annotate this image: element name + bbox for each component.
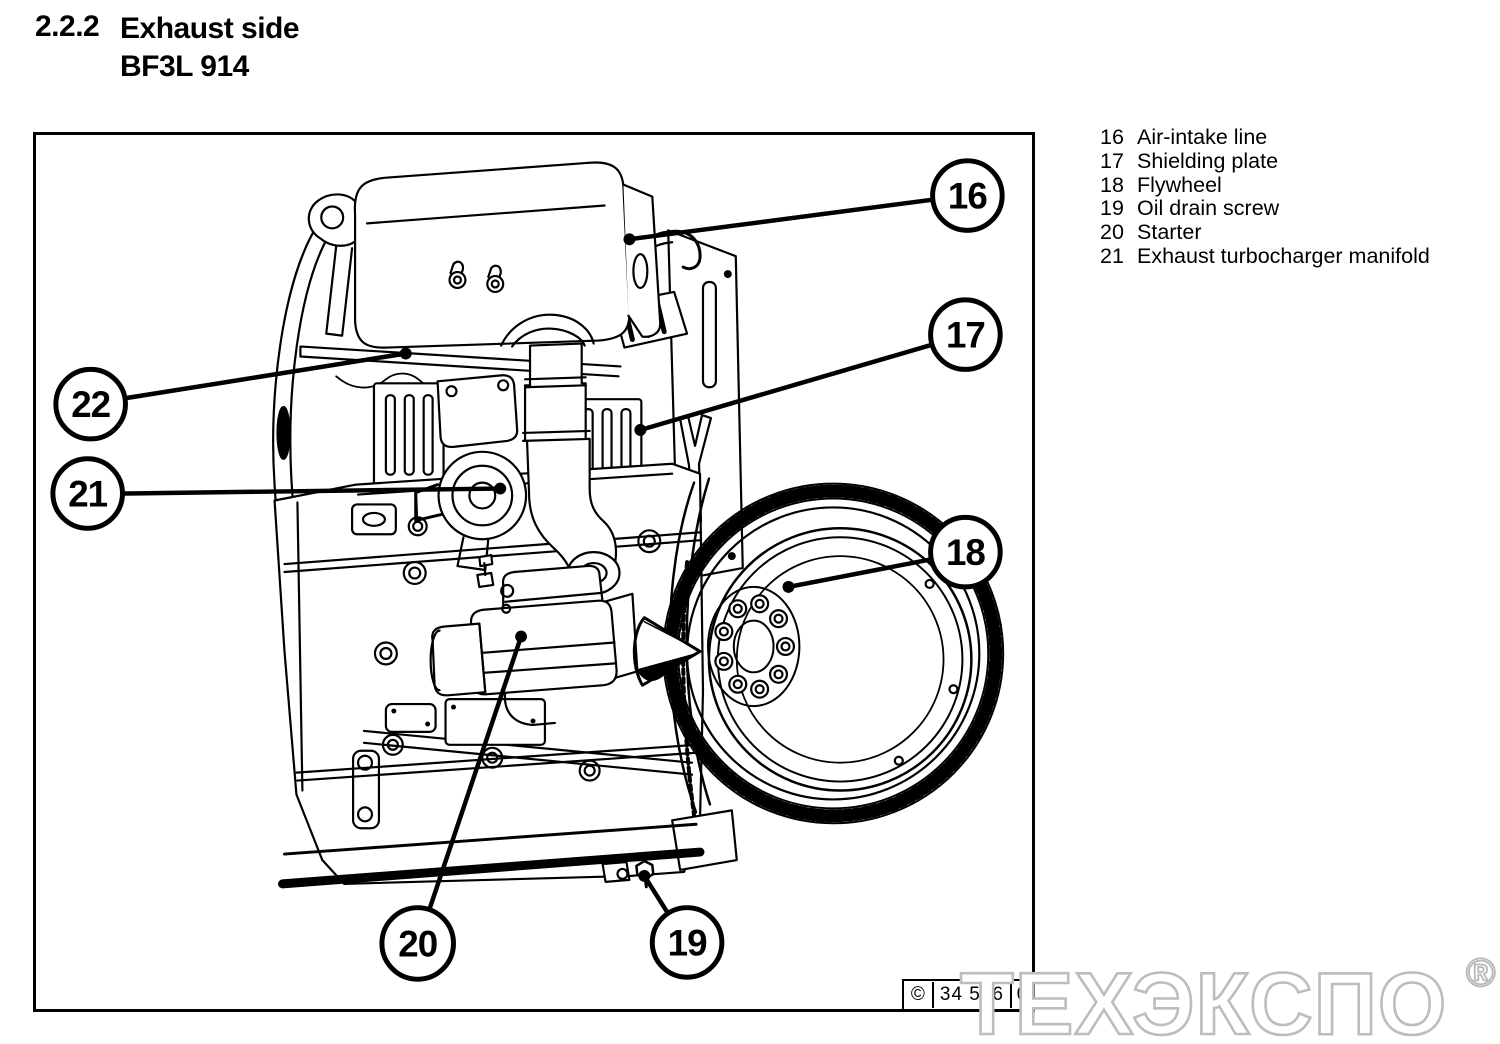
legend-item-21: 21 Exhaust turbocharger manifold	[1100, 243, 1430, 269]
callout-number: 19	[668, 922, 707, 963]
legend-item-number: 20	[1100, 220, 1124, 245]
callout-number: 21	[68, 473, 107, 514]
leader-line-21	[120, 482, 507, 496]
legend-item-number: 16	[1100, 125, 1124, 149]
legend-item-label: Exhaust turbocharger manifold	[1137, 243, 1430, 268]
legend-item-number: 19	[1100, 196, 1124, 221]
callout-17: 17	[928, 297, 1003, 372]
figure-number: 34 576	[934, 982, 1012, 1008]
engine-line-drawing: 16 17 22 21 18	[50, 158, 1005, 982]
callout-number: 20	[398, 923, 437, 964]
legend-item-number: 17	[1100, 148, 1124, 173]
leader-line-18	[782, 556, 935, 593]
flywheel	[632, 482, 1005, 825]
turbocharger	[414, 374, 528, 572]
registered-mark-icon: ®	[1466, 951, 1495, 995]
legend-item-number: 18	[1100, 172, 1124, 197]
cone-pointer	[632, 616, 702, 687]
section-number: 2.2.2	[35, 10, 100, 43]
callout-number: 18	[946, 532, 985, 573]
page-subtitle: BF3L 914	[120, 50, 249, 83]
figure-number-box: © 34 576 0	[901, 979, 1032, 1009]
callout-16: 16	[930, 158, 1005, 233]
callout-22: 22	[53, 366, 128, 442]
legend-item-label: Oil drain screw	[1137, 196, 1280, 221]
legend-item-label: Shielding plate	[1137, 148, 1279, 173]
callout-number: 17	[946, 315, 985, 356]
callout-21: 21	[50, 456, 125, 531]
callout-number: 16	[948, 176, 987, 217]
flywheel-hub	[706, 585, 801, 708]
figure-number-suffix: 0	[1016, 984, 1028, 1005]
legend-item-20: 20 Starter	[1100, 220, 1430, 245]
legend-item-18: 18 Flywheel	[1100, 172, 1430, 198]
copyright-icon: ©	[904, 982, 934, 1008]
engine-diagram-frame: 16 17 22 21 18	[33, 132, 1035, 1012]
leader-line-20	[427, 630, 528, 911]
leader-line-16	[623, 197, 936, 246]
starter	[429, 554, 639, 727]
legend: 16 Air-intake line 17 Shielding plate 18 Fl…	[1100, 125, 1430, 269]
legend-item-number: 21	[1100, 243, 1124, 268]
callout-19: 19	[649, 905, 725, 980]
callouts: 16 17 22 21 18	[50, 158, 1005, 982]
air-cleaner-box	[353, 161, 662, 349]
callout-18: 18	[928, 514, 1003, 590]
legend-item-19: 19 Oil drain screw	[1100, 196, 1430, 221]
legend-item-16: 16 Air-intake line	[1100, 125, 1430, 150]
leader-line-22	[123, 347, 412, 401]
clip-icon	[448, 260, 505, 294]
legend-item-17: 17 Shielding plate	[1100, 148, 1430, 174]
callout-number: 22	[71, 384, 110, 425]
shielding-plate-left	[372, 382, 445, 488]
leader-line-19	[638, 869, 671, 916]
leader-line-17	[634, 342, 935, 436]
oil-pan	[278, 743, 705, 889]
callout-20: 20	[379, 905, 456, 982]
page-header: 2.2.2 Exhaust side BF3L 914	[35, 10, 300, 86]
page-title: Exhaust side	[120, 12, 300, 45]
legend-item-label: Starter	[1137, 220, 1202, 245]
legend-item-label: Flywheel	[1137, 172, 1222, 197]
legend-item-label: Air-intake line	[1137, 125, 1268, 149]
